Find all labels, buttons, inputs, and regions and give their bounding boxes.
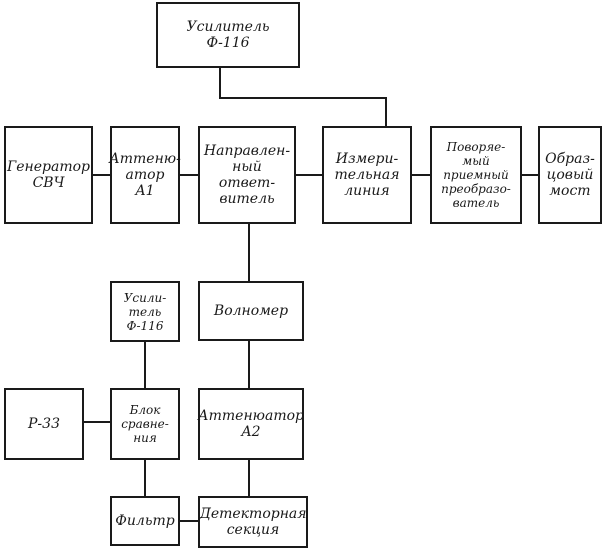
microwave-generator-block: Генератор СВЧ: [4, 126, 93, 224]
detector-section-block: Детекторная секция: [198, 496, 308, 548]
amplifier-f116-left-block: Усили- тель Ф-116: [110, 281, 180, 342]
measuring-line-label: Измери- тельная линия: [334, 151, 400, 199]
detector-section-label: Детекторная секция: [199, 506, 307, 538]
comparison-unit-label: Блок сравне- ния: [121, 403, 169, 445]
filter-label: Фильтр: [115, 513, 175, 529]
filter-block: Фильтр: [110, 496, 180, 546]
attenuator-a2-label: Аттенюатор A2: [198, 408, 304, 440]
connector-amplifier-to-measuring-line: [219, 68, 387, 126]
r33-label: Р-33: [28, 416, 60, 432]
r33-block: Р-33: [4, 388, 84, 460]
wavemeter-label: Волномер: [213, 303, 289, 319]
microwave-generator-label: Генератор СВЧ: [6, 159, 91, 191]
comparison-unit-block: Блок сравне- ния: [110, 388, 180, 460]
rotary-receiving-converter-block: Поворяе- мый приемный преобразо- ватель: [430, 126, 522, 224]
reference-bridge-label: Образ- цовый мост: [545, 151, 595, 199]
rotary-receiving-converter-label: Поворяе- мый приемный преобразо- ватель: [441, 140, 511, 210]
attenuator-a1-label: Аттеню- атор A1: [109, 151, 181, 199]
amplifier-f116-top-block: Усилитель Ф-116: [156, 2, 300, 68]
amplifier-f116-left-label: Усили- тель Ф-116: [123, 290, 167, 333]
reference-bridge-block: Образ- цовый мост: [538, 126, 602, 224]
attenuator-a2-block: Аттенюатор A2: [198, 388, 304, 460]
measuring-line-block: Измери- тельная линия: [322, 126, 412, 224]
wavemeter-block: Волномер: [198, 281, 304, 341]
directional-coupler-label: Направлен- ный ответ- витель: [203, 143, 291, 207]
directional-coupler-block: Направлен- ный ответ- витель: [198, 126, 296, 224]
attenuator-a1-block: Аттеню- атор A1: [109, 126, 181, 224]
amplifier-f116-top-label: Усилитель Ф-116: [186, 19, 270, 51]
